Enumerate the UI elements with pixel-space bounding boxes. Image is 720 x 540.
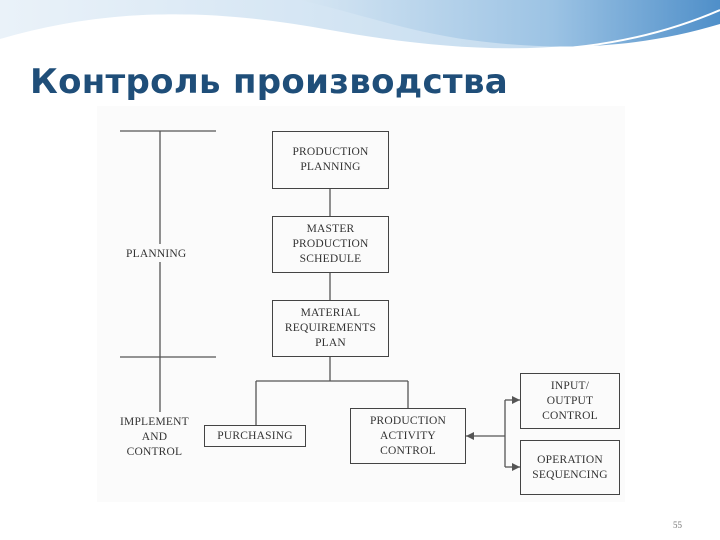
arrowhead-activity: [466, 432, 474, 440]
implement-label-line: CONTROL: [126, 446, 183, 458]
box-text-line: INPUT/: [550, 379, 590, 392]
box-text-line: SCHEDULE: [299, 253, 362, 265]
master-production-schedule-box: MASTER PRODUCTION SCHEDULE: [272, 216, 389, 273]
implement-label-line: IMPLEMENT: [120, 416, 189, 428]
material-requirements-plan-box: MATERIAL REQUIREMENTS PLAN: [272, 300, 389, 357]
production-activity-control-box: PRODUCTION ACTIVITY CONTROL: [350, 408, 466, 464]
box-text-line: PRODUCTION: [292, 238, 369, 250]
header-wave-banner: [0, 0, 720, 52]
box-text-line: PRODUCTION: [292, 146, 369, 158]
slide-title: Контроль производства: [30, 62, 508, 102]
production-planning-box: PRODUCTION PLANNING: [272, 131, 389, 189]
box-text-line: PURCHASING: [217, 429, 293, 442]
box-text-line: ACTIVITY: [380, 429, 436, 442]
box-text-line: MATERIAL: [300, 307, 361, 319]
page-number: 55: [673, 520, 682, 530]
box-text-line: REQUIREMENTS: [284, 322, 377, 334]
box-text-line: SEQUENCING: [532, 468, 608, 481]
implement-label-line: AND: [141, 431, 168, 443]
box-text-line: CONTROL: [380, 444, 436, 457]
arrowhead-io: [512, 396, 520, 404]
box-text-line: MASTER: [306, 223, 355, 235]
box-text-line: OPERATION: [537, 453, 603, 466]
box-text-line: PRODUCTION: [369, 414, 447, 427]
operation-sequencing-box: OPERATION SEQUENCING: [520, 440, 620, 495]
planning-phase-label: PLANNING: [124, 247, 189, 262]
purchasing-box: PURCHASING: [204, 425, 306, 447]
implement-control-label: IMPLEMENT AND CONTROL: [120, 415, 189, 460]
box-text-line: OUTPUT: [546, 394, 594, 407]
input-output-control-box: INPUT/ OUTPUT CONTROL: [520, 373, 620, 429]
arrowhead-sequencing: [512, 463, 520, 471]
box-text-line: PLANNING: [300, 161, 361, 173]
box-text-line: PLAN: [315, 337, 346, 349]
box-text-line: CONTROL: [542, 409, 598, 422]
